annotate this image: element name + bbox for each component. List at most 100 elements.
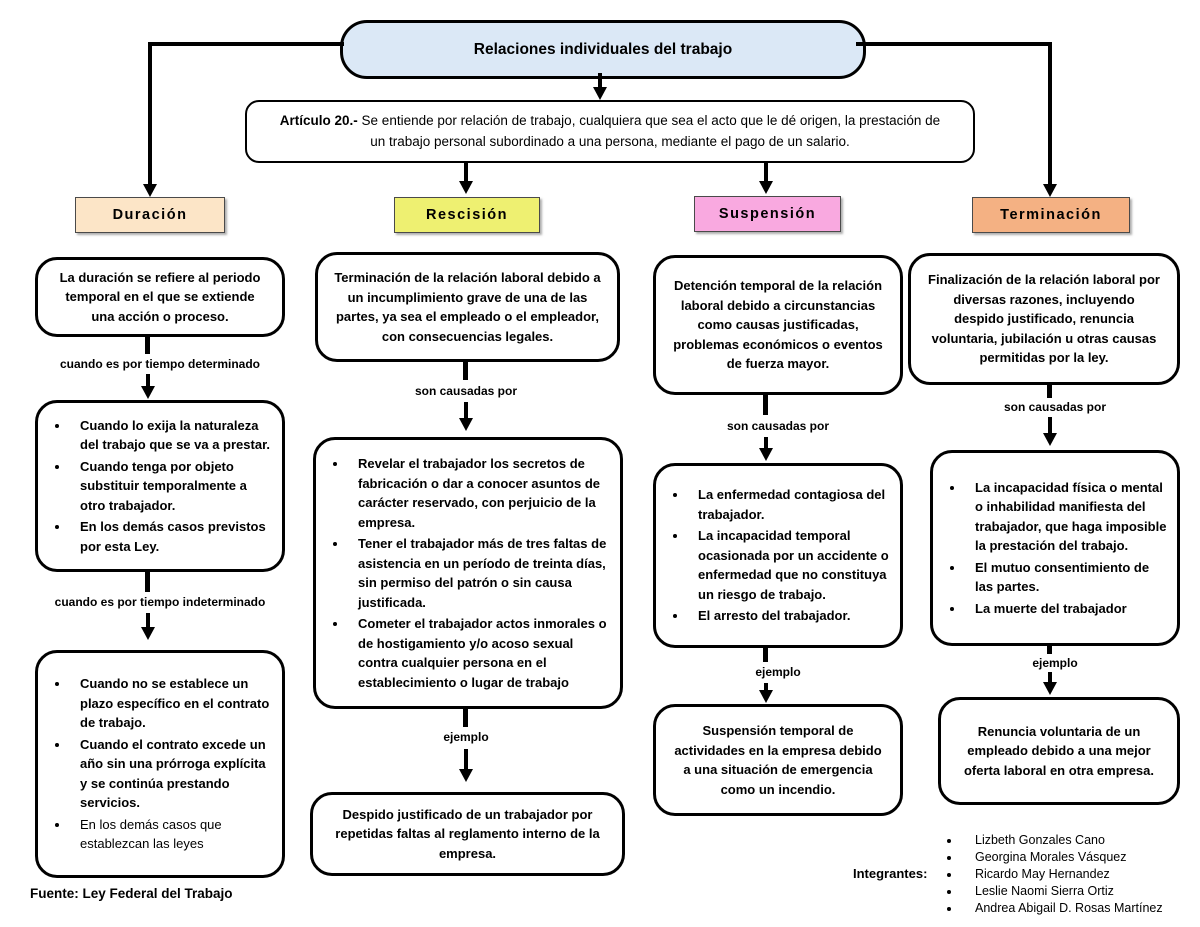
duracion-bullets-box-1: Cuando lo exija la naturaleza del trabaj… <box>35 400 285 572</box>
duracion-arrowhead-1 <box>141 386 155 399</box>
rescision-bullet-list: Revelar el trabajador los secretos de fa… <box>322 452 610 694</box>
rescision-description-box: Terminación de la relación laboral debid… <box>315 252 620 362</box>
list-item: Tener el trabajador más de tres faltas d… <box>348 534 610 612</box>
rescision-arrow-line-2 <box>464 749 468 771</box>
list-item: En los demás casos que establezcan las l… <box>70 815 272 854</box>
terminacion-stub-1 <box>1047 385 1052 398</box>
header-duracion-label: Duración <box>112 207 188 223</box>
duracion-description-box: La duración se refiere al periodo tempor… <box>35 257 285 337</box>
terminacion-example: Renuncia voluntaria de un empleado debid… <box>963 723 1154 778</box>
members-label: Integrantes: <box>853 866 927 881</box>
connector-article-suspension <box>764 163 768 182</box>
rescision-description: Terminación de la relación laboral debid… <box>334 270 601 344</box>
terminacion-bullets-box: La incapacidad física o mental o inhabil… <box>930 450 1180 646</box>
list-item: Cuando lo exija la naturaleza del trabaj… <box>70 416 272 455</box>
list-item: Andrea Abigail D. Rosas Martínez <box>961 901 1195 915</box>
list-item: Cuando tenga por objeto substituir tempo… <box>70 457 272 516</box>
list-item: Cometer el trabajador actos inmorales o … <box>348 614 610 692</box>
suspension-connector-label-2: ejemplo <box>653 665 903 679</box>
suspension-arrowhead-2 <box>759 690 773 703</box>
duracion-connector-text-1: cuando es por tiempo determinado <box>59 357 261 371</box>
list-item: Ricardo May Hernandez <box>961 867 1195 881</box>
list-item: La muerte del trabajador <box>965 599 1167 619</box>
source-note: Fuente: Ley Federal del Trabajo <box>30 886 233 901</box>
header-terminacion-label: Terminación <box>1000 207 1102 223</box>
connector-left-vertical <box>148 42 152 184</box>
list-item: El arresto del trabajador. <box>688 606 890 626</box>
article-20-text: Artículo 20.- Se entiende por relación d… <box>273 111 947 153</box>
duracion-bullet-list-2: Cuando no se establece un plazo específi… <box>44 672 272 856</box>
suspension-description: Detención temporal de la relación labora… <box>673 278 883 372</box>
rescision-connector-text-2: ejemplo <box>443 730 489 744</box>
suspension-example-box: Suspensión temporal de actividades en la… <box>653 704 903 816</box>
terminacion-connector-label-1: son causadas por <box>930 400 1180 414</box>
terminacion-description-box: Finalización de la relación laboral por … <box>908 253 1180 385</box>
duracion-stub-1 <box>145 337 150 354</box>
header-terminacion: Terminación <box>972 197 1130 233</box>
arrowhead-article <box>593 87 607 100</box>
suspension-arrowhead-1 <box>759 448 773 461</box>
terminacion-arrow-line-2 <box>1048 672 1052 684</box>
rescision-connector-label-1: son causadas por <box>316 384 616 398</box>
list-item: El mutuo consentimiento de las partes. <box>965 558 1167 597</box>
suspension-bullet-list: La enfermedad contagiosa del trabajador.… <box>662 483 890 628</box>
members-label-text: Integrantes: <box>853 866 928 881</box>
rescision-connector-text-1: son causadas por <box>414 384 518 398</box>
terminacion-example-box: Renuncia voluntaria de un empleado debid… <box>938 697 1180 805</box>
suspension-stub-2 <box>763 648 768 662</box>
connector-article-rescision <box>464 163 468 182</box>
duracion-bullets-box-2: Cuando no se establece un plazo específi… <box>35 650 285 878</box>
terminacion-arrow-line-1 <box>1048 417 1052 435</box>
duracion-stub-2 <box>145 572 150 592</box>
terminacion-arrowhead-1 <box>1043 433 1057 446</box>
article-20-label: Artículo 20.- <box>279 112 358 128</box>
suspension-example: Suspensión temporal de actividades en la… <box>674 723 882 797</box>
list-item: Lizbeth Gonzales Cano <box>961 833 1195 847</box>
arrowhead-suspension <box>759 181 773 194</box>
list-item: La incapacidad física o mental o inhabil… <box>965 478 1167 556</box>
duracion-connector-text-2: cuando es por tiempo indeterminado <box>54 595 266 609</box>
source-note-text: Fuente: Ley Federal del Trabajo <box>30 886 233 901</box>
header-rescision-label: Rescisión <box>426 207 508 223</box>
list-item: Georgina Morales Vásquez <box>961 850 1195 864</box>
suspension-connector-text-2: ejemplo <box>755 665 801 679</box>
list-item: Cuando el contrato excede un año sin una… <box>70 735 272 813</box>
connector-right-horizontal <box>856 42 1052 46</box>
header-duracion: Duración <box>75 197 225 233</box>
header-suspension: Suspensión <box>694 196 841 232</box>
list-item: Cuando no se establece un plazo específi… <box>70 674 272 733</box>
page-title: Relaciones individuales del trabajo <box>473 40 733 58</box>
arrowhead-rescision <box>459 181 473 194</box>
arrowhead-duracion <box>143 184 157 197</box>
members-ul: Lizbeth Gonzales Cano Georgina Morales V… <box>945 833 1195 915</box>
header-rescision: Rescisión <box>394 197 540 233</box>
suspension-connector-label-1: son causadas por <box>653 419 903 433</box>
article-20-body: Se entiende por relación de trabajo, cua… <box>357 112 941 149</box>
rescision-connector-label-2: ejemplo <box>316 730 616 744</box>
rescision-bullets-box: Revelar el trabajador los secretos de fa… <box>313 437 623 709</box>
members-list: Lizbeth Gonzales Cano Georgina Morales V… <box>945 830 1195 918</box>
duracion-arrowhead-2 <box>141 627 155 640</box>
terminacion-stub-2 <box>1047 646 1052 654</box>
terminacion-connector-label-2: ejemplo <box>930 656 1180 670</box>
list-item: Leslie Naomi Sierra Ortiz <box>961 884 1195 898</box>
article-20-box: Artículo 20.- Se entiende por relación d… <box>245 100 975 163</box>
list-item: En los demás casos previstos por esta Le… <box>70 517 272 556</box>
duracion-connector-label-2: cuando es por tiempo indeterminado <box>25 595 295 609</box>
suspension-description-box: Detención temporal de la relación labora… <box>653 255 903 395</box>
duracion-description: La duración se refiere al periodo tempor… <box>59 269 261 324</box>
terminacion-bullet-list: La incapacidad física o mental o inhabil… <box>939 476 1167 621</box>
duracion-connector-label-1: cuando es por tiempo determinado <box>35 357 285 371</box>
rescision-arrowhead-1 <box>459 418 473 431</box>
duracion-arrow-line-1 <box>146 374 150 388</box>
suspension-arrow-line-1 <box>764 437 768 450</box>
rescision-stub-1 <box>463 362 468 380</box>
duracion-bullet-list-1: Cuando lo exija la naturaleza del trabaj… <box>44 414 272 559</box>
duracion-arrow-line-2 <box>146 613 150 629</box>
arrowhead-terminacion <box>1043 184 1057 197</box>
connector-right-vertical <box>1048 42 1052 184</box>
list-item: Revelar el trabajador los secretos de fa… <box>348 454 610 532</box>
suspension-connector-text-1: son causadas por <box>726 419 830 433</box>
list-item: La incapacidad temporal ocasionada por u… <box>688 526 890 604</box>
